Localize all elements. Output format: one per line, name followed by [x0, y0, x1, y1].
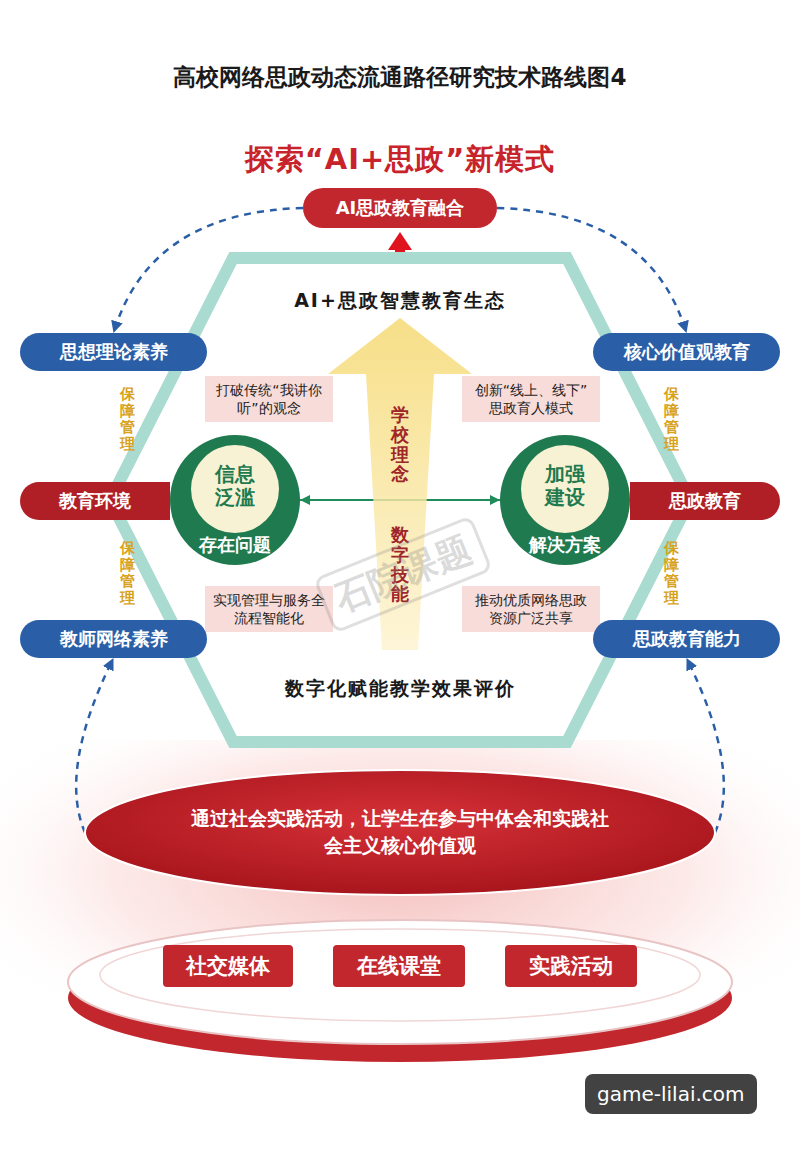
circle-caption: 解决方案	[500, 533, 630, 557]
circle-caption: 存在问题	[170, 533, 300, 557]
measure-text: 打破传统“我讲你听”的观念	[212, 381, 326, 417]
measure-text: 推动优质网络思政资源广泛共享	[469, 591, 593, 627]
side-note: 保障管理	[120, 540, 135, 606]
channel-box: 在线课堂	[333, 945, 465, 987]
aspect-band: 教育环境	[20, 482, 170, 520]
hexagon-footer: 数字化赋能教学效果评价	[110, 676, 690, 702]
aspect-pill: 思想理论素养	[20, 333, 207, 371]
aspect-pill: 核心价值观教育	[593, 333, 780, 371]
problem-circle: 信息泛滥存在问题	[170, 435, 300, 565]
side-note: 保障管理	[664, 540, 679, 606]
circle-heading: 加强建设	[544, 463, 586, 509]
section-heading: 探索“AI+思政”新模式	[0, 140, 800, 180]
pill-label: 教师网络素养	[60, 627, 168, 651]
side-note: 保障管理	[120, 386, 135, 452]
hexagon-shape	[110, 258, 690, 742]
diagram-title: 高校网络思政动态流通路径研究技术路线图4	[0, 62, 800, 93]
measure-box: 推动优质网络思政资源广泛共享	[462, 586, 600, 632]
measure-text: 创新“线上、线下”思政育人模式	[469, 381, 593, 417]
ellipse-text: 通过社会实践活动，让学生在参与中体会和实践社会主义核心价值观	[190, 805, 610, 860]
practice-ellipse: 通过社会实践活动，让学生在参与中体会和实践社会主义核心价值观	[85, 770, 715, 895]
side-note: 保障管理	[664, 386, 679, 452]
platform-inner	[100, 929, 700, 1021]
measure-box: 创新“线上、线下”思政育人模式	[462, 376, 600, 422]
arrow-label: 学校理念	[391, 405, 409, 484]
goal-pill: AI思政教育融合	[303, 188, 497, 228]
circle-text-wrap: 信息泛滥	[170, 463, 300, 509]
connector	[687, 658, 724, 833]
channel-box: 社交媒体	[163, 945, 293, 987]
aspect-pill: 教师网络素养	[20, 620, 207, 658]
measure-box: 实现管理与服务全流程智能化	[205, 586, 333, 632]
circle-heading: 信息泛滥	[214, 463, 256, 509]
connector	[76, 658, 113, 833]
pill-label: 思政教育	[669, 489, 741, 513]
pill-label: AI思政教育融合	[336, 196, 465, 220]
hexagon-heading: AI+思政智慧教育生态	[110, 288, 690, 314]
pink-glow	[0, 740, 800, 1070]
measure-box: 打破传统“我讲你听”的观念	[205, 376, 333, 422]
channel-box: 实践活动	[505, 945, 637, 987]
solution-circle: 加强建设解决方案	[500, 435, 630, 565]
circle-text-wrap: 加强建设	[500, 463, 630, 509]
pill-label: 思政教育能力	[633, 627, 741, 651]
ecosystem-hexagon: AI+思政智慧教育生态数字化赋能教学效果评价打破传统“我讲你听”的观念学校理念数…	[110, 258, 690, 742]
measure-text: 实现管理与服务全流程智能化	[212, 591, 326, 627]
pill-label: 教育环境	[59, 489, 131, 513]
box-label: 社交媒体	[186, 952, 270, 980]
ellipse-shape	[85, 770, 715, 895]
box-label: 在线课堂	[357, 952, 441, 980]
site-tag: game-lilai.com	[585, 1074, 757, 1114]
aspect-band: 思政教育	[630, 482, 780, 520]
pill-label: 思想理论素养	[60, 340, 168, 364]
pill-label: 核心价值观教育	[624, 340, 750, 364]
aspect-pill: 思政教育能力	[593, 620, 780, 658]
box-label: 实践活动	[529, 952, 613, 980]
ellipse-outline	[85, 770, 715, 895]
platform-top	[68, 920, 732, 1044]
